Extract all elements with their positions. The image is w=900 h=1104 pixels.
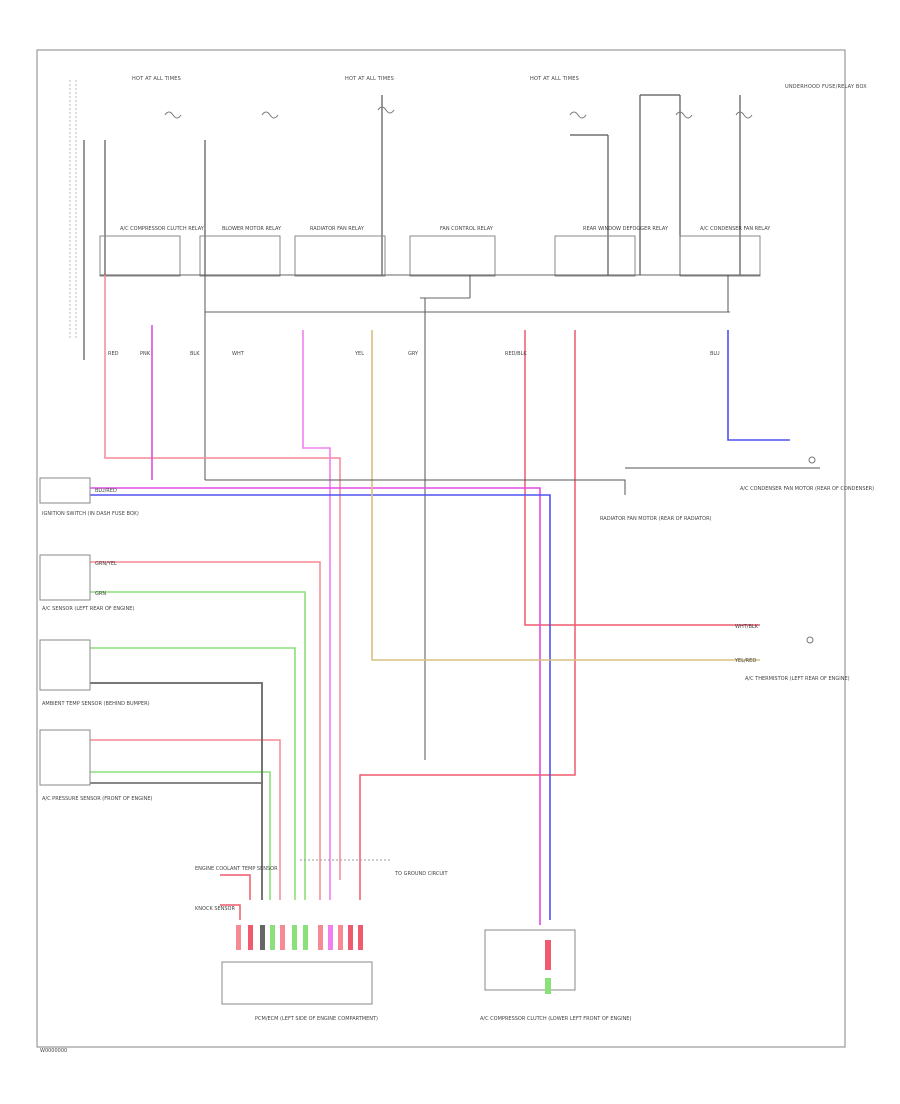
clutch-pin-red [545, 940, 551, 970]
thermistor-connector-icon [806, 636, 814, 644]
fuse-feeds [83, 94, 741, 360]
relay-label-5: REAR WINDOW DEFOGGER RELAY [583, 226, 669, 232]
left-components [39, 477, 91, 786]
gray-wires [90, 682, 263, 900]
pcm-connector [221, 961, 373, 1005]
wire-tag-pnk: PNK [140, 351, 151, 357]
blue-wires [90, 330, 790, 920]
wire-tag-yel: YEL [354, 351, 364, 357]
pcm-pins [236, 925, 363, 950]
ambient-sensor-label: AMBIENT TEMP SENSOR (BEHIND BUMPER) [42, 701, 150, 707]
magenta-wires [90, 325, 541, 925]
diagram-frame [36, 49, 846, 1048]
wire-tag-blu: BLU [710, 351, 720, 357]
relay-label-2: BLOWER MOTOR RELAY [222, 226, 282, 232]
wire-tag-wht-blk: WHT/BLK [735, 624, 759, 630]
relay-label-6: A/C CONDENSER FAN RELAY [700, 226, 771, 232]
relay-label-4: FAN CONTROL RELAY [440, 226, 494, 232]
hot-at-all-times-label-3: HOT AT ALL TIMES [530, 76, 579, 82]
green-wires [90, 591, 306, 900]
a-c-thermistor-label: A/C THERMISTOR (LEFT REAR OF ENGINE) [745, 676, 850, 682]
relay-drops [204, 275, 729, 760]
radiator-fan-motor-label: RADIATOR FAN MOTOR (REAR OF RADIATOR) [600, 516, 712, 522]
a-c-sensor-label: A/C SENSOR (LEFT REAR OF ENGINE) [42, 606, 134, 612]
yellow-wire [371, 330, 760, 661]
footer-code: W0000000 [40, 1048, 67, 1054]
engine-coolant-label: ENGINE COOLANT TEMP SENSOR [195, 866, 278, 872]
compressor-clutch-label: A/C COMPRESSOR CLUTCH (LOWER LEFT FRONT … [480, 1016, 631, 1022]
underhood-fuse-box-label: UNDERHOOD FUSE/RELAY BOX [785, 84, 867, 90]
wire-tag-yel-red: YEL/RED [734, 658, 756, 664]
hot-at-all-times-label-2: HOT AT ALL TIMES [345, 76, 394, 82]
relay-label-3: RADIATOR FAN RELAY [310, 226, 365, 232]
wire-tag-blu-red: BLU/RED [95, 488, 117, 494]
clutch-pin-green [545, 978, 551, 994]
fan-connector-icon [808, 456, 816, 464]
pressure-sensor-label: A/C PRESSURE SENSOR (FRONT OF ENGINE) [42, 796, 152, 802]
wire-tag-grn-yel: GRN/YEL [95, 561, 117, 567]
pcm-label: PCM/ECM (LEFT SIDE OF ENGINE COMPARTMENT… [255, 1016, 378, 1022]
ignition-switch-label: IGNITION SWITCH (IN DASH FUSE BOX) [42, 511, 139, 517]
hot-at-all-times-label-1: HOT AT ALL TIMES [132, 76, 181, 82]
wire-tag-wht: WHT [232, 351, 245, 357]
wire-tags: RED PNK BLK WHT YEL GRY RED/BLK BLU BLU/… [95, 351, 759, 664]
wire-tag-red-blk: RED/BLK [505, 351, 527, 357]
radiator-fan-ground-wire [205, 479, 626, 495]
to-ground-label: TO GROUND CIRCUIT [394, 871, 449, 877]
wire-tag-blk: BLK [190, 351, 200, 357]
fuse-symbols [164, 106, 753, 119]
wire-tag-gry: GRY [408, 351, 419, 357]
relay-label-1: A/C COMPRESSOR CLUTCH RELAY [120, 226, 205, 232]
wire-tag-grn: GRN [95, 591, 106, 597]
knock-sensor-label: KNOCK SENSOR [195, 906, 235, 912]
red-wires [90, 275, 760, 920]
wire-tag-red: RED [108, 351, 119, 357]
relay-boxes [99, 235, 761, 277]
condenser-fan-motor-label: A/C CONDENSER FAN MOTOR (REAR OF CONDENS… [740, 486, 874, 492]
compressor-clutch-connector [484, 929, 576, 991]
